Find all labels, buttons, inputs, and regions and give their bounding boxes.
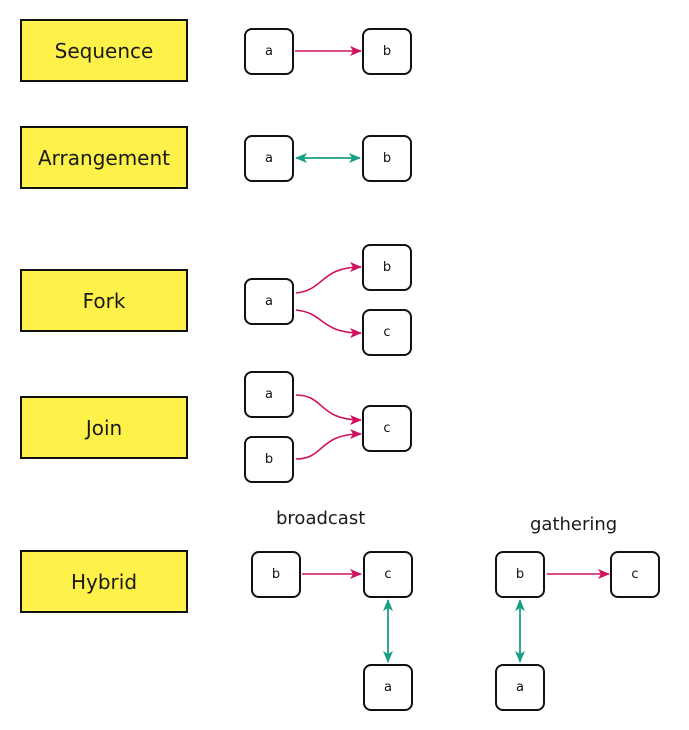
edge-fork-a-b xyxy=(295,262,362,294)
node-ga-a: a xyxy=(495,664,545,711)
label-hybrid: Hybrid xyxy=(20,550,188,613)
edge-join-b-c xyxy=(295,429,362,460)
node-arr-b: b xyxy=(362,135,412,182)
node-ga-b: b xyxy=(495,551,545,598)
node-bc-b: b xyxy=(251,551,301,598)
caption-gathering: gathering xyxy=(530,514,618,535)
node-seq-b: b xyxy=(362,28,412,75)
node-join-a: a xyxy=(244,371,294,418)
node-fork-b: b xyxy=(362,244,412,291)
node-seq-a: a xyxy=(244,28,294,75)
node-fork-a: a xyxy=(244,278,294,325)
label-arrangement: Arrangement xyxy=(20,126,188,189)
node-arr-a: a xyxy=(244,135,294,182)
node-join-b: b xyxy=(244,436,294,483)
label-sequence: Sequence xyxy=(20,19,188,82)
node-fork-c: c xyxy=(362,309,412,356)
node-ga-c: c xyxy=(610,551,660,598)
edge-join-a-c xyxy=(295,394,362,425)
edge-fork-a-c xyxy=(295,309,362,338)
node-bc-a: a xyxy=(363,664,413,711)
node-bc-c: c xyxy=(363,551,413,598)
node-join-c: c xyxy=(362,405,412,452)
label-fork: Fork xyxy=(20,269,188,332)
caption-broadcast: broadcast xyxy=(276,508,366,529)
label-join: Join xyxy=(20,396,188,459)
